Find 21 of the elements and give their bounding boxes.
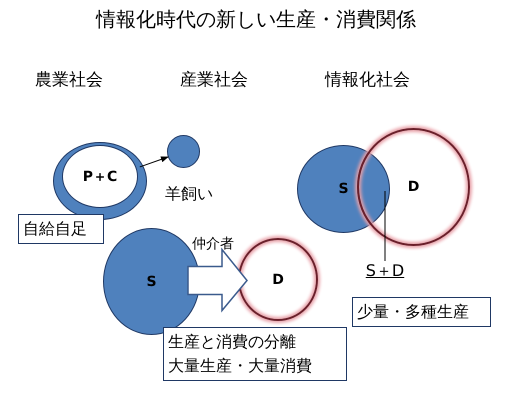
edge-label: 仲介者	[192, 234, 234, 252]
filled-circle	[167, 135, 200, 168]
caption-label: 羊飼い	[165, 184, 213, 205]
node-label: D	[272, 272, 284, 288]
text-box: 自給自足	[18, 214, 104, 244]
leader-line	[384, 190, 386, 262]
arrow	[139, 156, 169, 168]
node-label: S	[146, 274, 157, 290]
heading-label: 農業社会	[35, 69, 103, 91]
node-label: P＋C	[82, 168, 118, 186]
heading-label: 産業社会	[180, 69, 248, 91]
circle	[357, 128, 470, 246]
circle	[62, 145, 138, 208]
title: 情報化時代の新しい生産・消費関係	[94, 6, 417, 33]
node-label: D	[408, 179, 420, 195]
leader-label: S＋D	[360, 261, 410, 283]
text-box: 生産と消費の分離 大量生産・大量消費	[163, 327, 347, 381]
heading-label: 情報化社会	[325, 69, 410, 91]
block-arrow	[187, 247, 248, 313]
text-box: 少量・多種生産	[352, 297, 491, 327]
node-label: S	[338, 181, 349, 197]
